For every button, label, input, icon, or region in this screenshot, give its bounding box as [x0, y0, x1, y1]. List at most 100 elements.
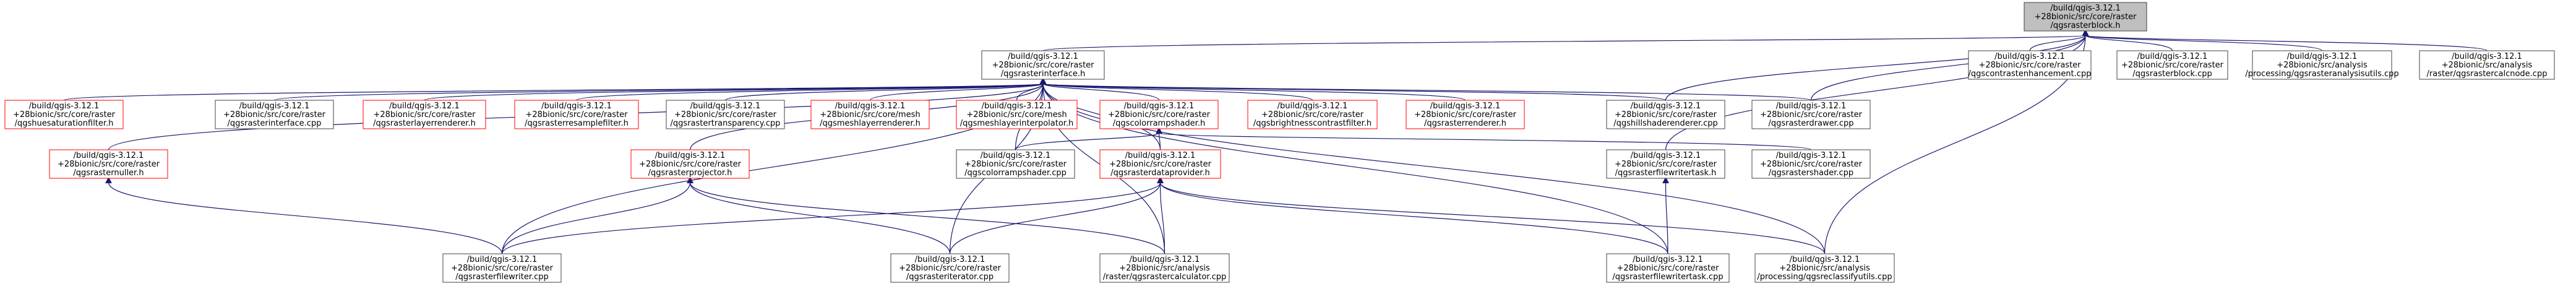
node-colorramp-cpp[interactable]: /build/qgis-3.12.1+28bionic/src/core/ras… [956, 149, 1075, 179]
node-contrast-cpp[interactable]: /build/qgis-3.12.1+28bionic/src/core/ras… [1968, 50, 2092, 80]
node-box [810, 100, 930, 129]
node-reclass-cpp[interactable]: /build/qgis-3.12.1+28bionic/src/analysis… [1754, 253, 1895, 283]
node-meshlayerrenderer-h[interactable]: /build/qgis-3.12.1+28bionic/src/core/mes… [810, 100, 930, 129]
node-calculator-cpp[interactable]: /build/qgis-3.12.1+28bionic/src/analysis… [1099, 253, 1230, 283]
node-filewritertask-cpp[interactable]: /build/qgis-3.12.1+28bionic/src/core/ras… [1606, 253, 1730, 283]
node-label-line: /qgscontrastenhancement.cpp [1968, 69, 2092, 79]
node-shader-cpp[interactable]: /build/qgis-3.12.1+28bionic/src/core/ras… [1751, 149, 1871, 179]
node-iface-cpp[interactable]: /build/qgis-3.12.1+28bionic/src/core/ras… [215, 100, 334, 129]
node-label-line: +28bionic/src/core/raster [2034, 12, 2137, 22]
node-label: /build/qgis-3.12.1+28bionic/src/core/mes… [820, 102, 921, 128]
node-drawer-cpp[interactable]: /build/qgis-3.12.1+28bionic/src/core/ras… [1751, 100, 1871, 129]
node-box [1247, 100, 1378, 129]
node-box [1406, 100, 1525, 129]
node-box [1754, 253, 1895, 283]
node-label-line: +28bionic/src/core/raster [223, 110, 326, 119]
node-label-line: +28bionic/src/core/raster [1760, 160, 1863, 169]
node-label-line: /qgshillshaderenderer.cpp [1613, 119, 1718, 128]
node-block-cpp[interactable]: /build/qgis-3.12.1+28bionic/src/core/ras… [2116, 50, 2228, 80]
node-huesat-h[interactable]: /build/qgis-3.12.1+28bionic/src/core/ras… [4, 100, 124, 129]
edge-colorramp_h-to-iface_h [1039, 77, 1160, 101]
node-label: /build/qgis-3.12.1+28bionic/src/core/ras… [1414, 102, 1517, 128]
node-label-line: +28bionic/src/core/raster [373, 110, 476, 119]
node-label: /build/qgis-3.12.1+28bionic/src/core/mes… [960, 102, 1074, 128]
node-label-line: +28bionic/src/core/mesh [820, 110, 920, 119]
node-label-line: +28bionic/src/core/raster [899, 264, 1002, 273]
node-dataprovider-h[interactable]: /build/qgis-3.12.1+28bionic/src/core/ras… [1099, 149, 1221, 179]
node-label-line: /qgsbrightnesscontrastfilter.h [1253, 119, 1372, 128]
node-label: /build/qgis-3.12.1+28bionic/src/core/ras… [2034, 4, 2137, 30]
edge-filewritertask_cpp-to-iface_h [1039, 77, 1668, 254]
node-label-line: /build/qgis-3.12.1 [2452, 52, 2522, 61]
node-label-line: /qgsrasterinterface.h [1001, 69, 1086, 79]
node-layerrenderer-h[interactable]: /build/qgis-3.12.1+28bionic/src/core/ras… [363, 100, 486, 129]
node-label-line: /qgsrasterinterface.cpp [228, 119, 322, 128]
node-box [2116, 50, 2228, 80]
node-label-line: /qgscolorrampshader.cpp [964, 168, 1067, 178]
edge-filewriter_cpp-to-dataprovider_h [501, 176, 1164, 254]
node-box [1968, 50, 2092, 80]
node-brightness-h[interactable]: /build/qgis-3.12.1+28bionic/src/core/ras… [1247, 100, 1378, 129]
node-label-line: /qgsrasterfilewriter.cpp [455, 272, 549, 282]
node-nuller-h[interactable]: /build/qgis-3.12.1+28bionic/src/core/ras… [49, 149, 168, 179]
node-label-line: +28bionic/src/core/mesh [966, 110, 1067, 119]
node-label-line: /build/qgis-3.12.1 [1631, 151, 1701, 160]
node-filewriter-cpp[interactable]: /build/qgis-3.12.1+28bionic/src/core/ras… [442, 253, 562, 283]
edge-calcnode_cpp-to-root [2082, 29, 2488, 51]
node-label-line: /raster/qgsrastercalculator.cpp [1103, 272, 1226, 282]
node-iterator-cpp[interactable]: /build/qgis-3.12.1+28bionic/src/core/ras… [890, 253, 1010, 283]
edge-shader_cpp-to-colorramp_h [1156, 127, 1812, 150]
node-meshinterp-h[interactable]: /build/qgis-3.12.1+28bionic/src/core/mes… [956, 100, 1078, 129]
node-label-line: +28bionic/src/core/raster [1760, 110, 1863, 119]
node-label: /build/qgis-3.12.1+28bionic/src/core/ras… [13, 102, 116, 128]
node-iface-h[interactable]: /build/qgis-3.12.1+28bionic/src/core/ras… [981, 50, 1105, 80]
node-label: /build/qgis-3.12.1+28bionic/src/core/ras… [1760, 151, 1863, 178]
node-resample-h[interactable]: /build/qgis-3.12.1+28bionic/src/core/ras… [514, 100, 639, 129]
node-label-line: +28bionic/src/analysis [2442, 61, 2533, 70]
node-label-line: /build/qgis-3.12.1 [1277, 102, 1348, 111]
node-label-line: +28bionic/src/core/raster [1414, 110, 1517, 119]
edge-calculator_cpp-to-dataprovider_h [1157, 176, 1166, 254]
node-label-line: /build/qgis-3.12.1 [1631, 102, 1701, 111]
edge-drawer_cpp-to-root [1810, 29, 2089, 101]
node-calcnode-cpp[interactable]: /build/qgis-3.12.1+28bionic/src/analysis… [2419, 50, 2555, 80]
node-label-line: +28bionic/src/analysis [2277, 61, 2368, 70]
node-box [514, 100, 639, 129]
node-label-line: /qgsrasterlayerrenderer.h [373, 119, 476, 128]
node-box [1099, 100, 1219, 129]
node-label-line: /qgsrasterfilewritertask.h [1615, 168, 1717, 178]
node-label-line: +28bionic/src/core/raster [1261, 110, 1364, 119]
edge-iterator_cpp-to-projector_h [687, 176, 951, 254]
node-box [1751, 149, 1871, 179]
node-label-line: /qgsrasterdataprovider.h [1110, 168, 1210, 178]
node-analysisutils-cpp[interactable]: /build/qgis-3.12.1+28bionic/src/analysis… [2245, 50, 2399, 80]
node-label-line: +28bionic/src/core/raster [964, 160, 1067, 169]
node-transparency-cpp[interactable]: /build/qgis-3.12.1+28bionic/src/core/ras… [666, 100, 785, 129]
node-box [49, 149, 168, 179]
node-colorramp-h[interactable]: /build/qgis-3.12.1+28bionic/src/core/ras… [1099, 100, 1219, 129]
node-label-line: /build/qgis-3.12.1 [1008, 52, 1078, 61]
node-label: /build/qgis-3.12.1+28bionic/src/core/ras… [1760, 102, 1863, 128]
node-label: /build/qgis-3.12.1+28bionic/src/core/ras… [1615, 151, 1717, 178]
edge-analysisutils_cpp-to-root [2082, 29, 2323, 51]
edge-filewriter_cpp-to-nuller_h [105, 176, 503, 254]
node-label: /build/qgis-3.12.1+28bionic/src/core/ras… [1968, 52, 2092, 79]
node-renderer-h[interactable]: /build/qgis-3.12.1+28bionic/src/core/ras… [1406, 100, 1525, 129]
node-label-line: /build/qgis-3.12.1 [835, 102, 906, 111]
node-label-line: +28bionic/src/analysis [1119, 264, 1210, 273]
node-fileritertask-h[interactable]: /build/qgis-3.12.1+28bionic/src/core/ras… [1606, 149, 1725, 179]
node-label-line: /build/qgis-3.12.1 [1633, 255, 1703, 264]
node-projector-h[interactable]: /build/qgis-3.12.1+28bionic/src/core/ras… [630, 149, 750, 179]
node-label-line: +28bionic/src/core/raster [1615, 110, 1717, 119]
node-label-line: /qgsmeshlayerinterpolator.h [960, 119, 1074, 128]
node-label-line: /qgsrasterrenderer.h [1424, 119, 1506, 128]
node-label-line: /qgsmeshlayerrenderer.h [820, 119, 921, 128]
node-label-line: /qgsrastershader.cpp [1769, 168, 1853, 178]
node-label: /build/qgis-3.12.1+28bionic/src/core/ras… [1612, 255, 1723, 282]
node-box [956, 100, 1078, 129]
edge-drawer_cpp-to-iface_h [1039, 77, 1812, 101]
node-root[interactable]: /build/qgis-3.12.1+28bionic/src/core/ras… [2024, 2, 2147, 32]
node-hillshade-cpp[interactable]: /build/qgis-3.12.1+28bionic/src/core/ras… [1606, 100, 1725, 129]
node-label-line: +28bionic/src/core/raster [1615, 160, 1717, 169]
